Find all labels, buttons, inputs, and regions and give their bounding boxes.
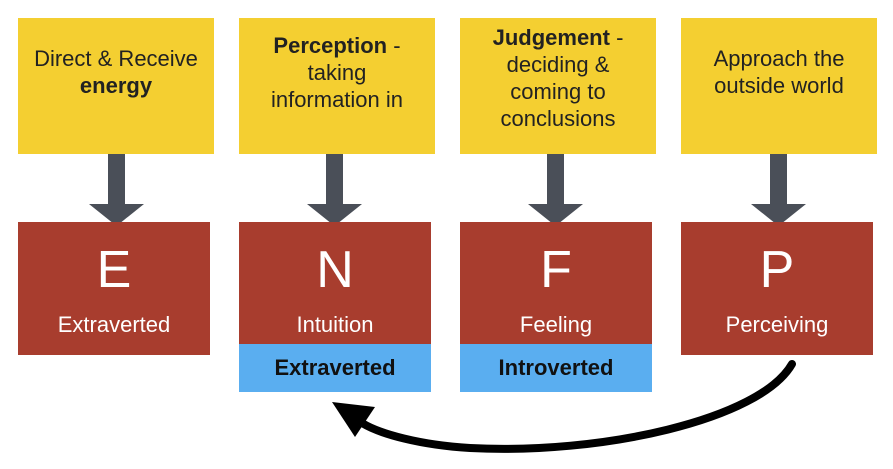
top-box-outside-world: Approach the outside world [681, 18, 877, 154]
top-box-line: energy [79, 73, 153, 98]
top-box-line: conclusions [500, 106, 616, 131]
top-box-line: Perception - [273, 33, 401, 58]
top-box-perception: Perception - taking information in [239, 18, 435, 154]
type-letter: P [759, 241, 795, 299]
type-word: Perceiving [725, 312, 829, 337]
down-arrow-icon [751, 154, 806, 226]
type-letter: E [96, 241, 132, 299]
tag-introverted: Introverted [460, 344, 652, 392]
type-word: Extraverted [57, 312, 171, 337]
type-word: Intuition [296, 312, 374, 337]
top-box-line: information in [270, 87, 404, 112]
type-letter: N [316, 241, 354, 299]
top-box-line: Direct & Receive [34, 46, 198, 71]
top-box-line: coming to [510, 79, 606, 104]
down-arrow-icon [89, 154, 144, 226]
type-box-p: P Perceiving [681, 222, 873, 355]
type-letter: F [540, 241, 572, 299]
top-box-line: Approach the [713, 46, 845, 71]
down-arrow-icon [307, 154, 362, 226]
down-arrow-icon [528, 154, 583, 226]
top-box-line: deciding & [506, 52, 610, 77]
top-box-judgement: Judgement - deciding & coming to conclus… [460, 18, 656, 154]
top-box-line: taking [307, 60, 367, 85]
top-box-line: Judgement - [492, 25, 624, 50]
type-word: Feeling [519, 312, 593, 337]
top-box-line: outside world [714, 73, 844, 98]
type-box-n: N Intuition [239, 222, 431, 355]
type-box-f: F Feeling [460, 222, 652, 355]
type-box-e: E Extraverted [18, 222, 210, 355]
curved-arrow-icon [332, 360, 796, 453]
top-box-energy: Direct & Receive energy [18, 18, 214, 154]
tag-extraverted: Extraverted [239, 344, 431, 392]
